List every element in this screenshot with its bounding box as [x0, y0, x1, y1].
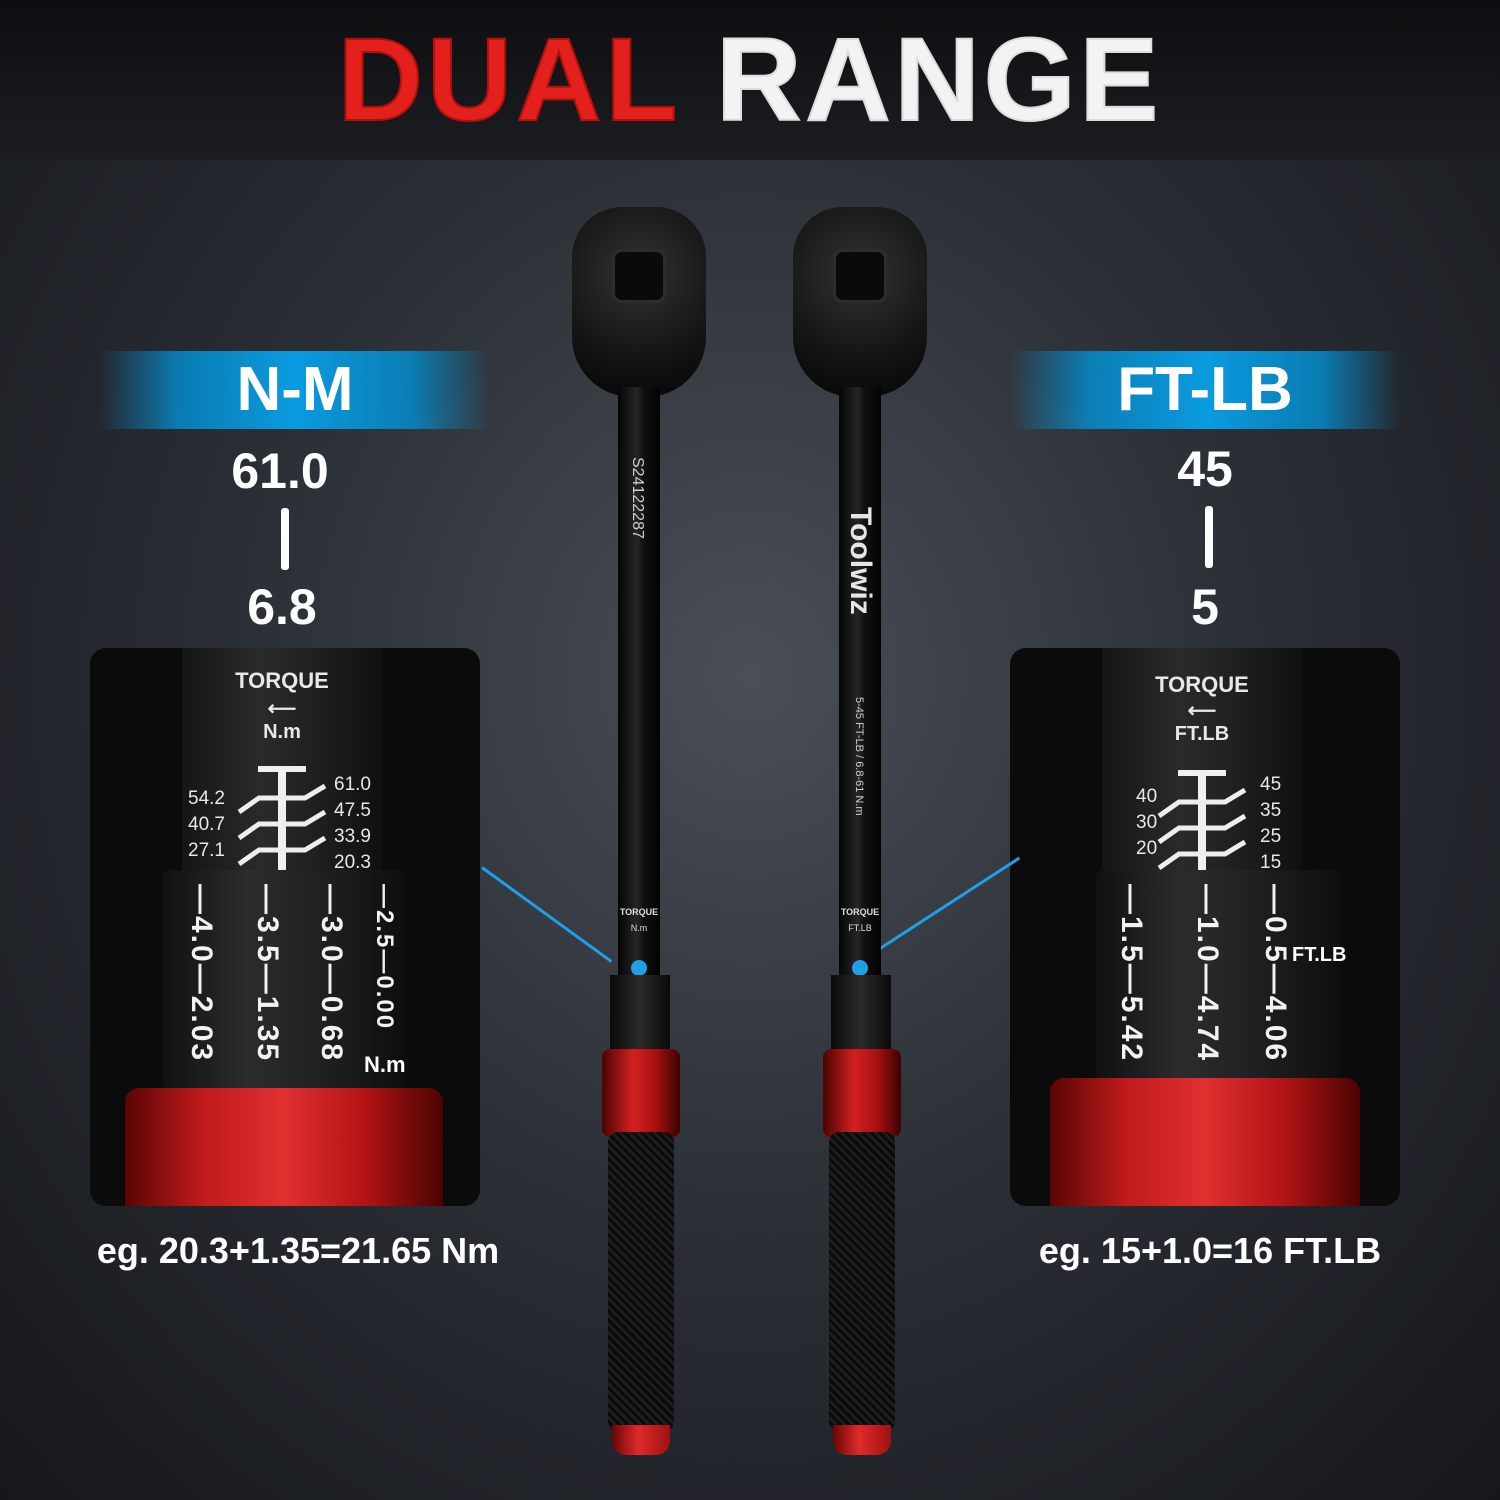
headline-word-range: RANGE — [715, 14, 1163, 146]
ftlb-thimble-unit: FT.LB — [1292, 944, 1347, 966]
ratchet-head — [793, 207, 927, 397]
ftlb-arrow-unit-label: FT.LB — [1174, 723, 1230, 745]
square-drive-icon — [833, 249, 887, 303]
knurled-grip — [608, 1132, 674, 1432]
mini-unit-label: FT.LB — [848, 923, 872, 933]
mini-thimble — [610, 975, 670, 1051]
nm-scale-axis — [278, 766, 286, 916]
nm-scale-left-2: 40.7 — [188, 814, 225, 835]
mini-torque-label: TORQUE — [840, 907, 880, 917]
mini-unit-label: N.m — [630, 923, 648, 933]
serial-number: S24122287 — [629, 457, 646, 539]
mini-thimble — [831, 975, 891, 1051]
nm-scale-right-1: 61.0 — [334, 774, 371, 795]
left-arrow-icon: ⟵ — [1187, 700, 1217, 722]
nm-scale-closeup: TORQUE ⟵ N.m 54.2 40.7 27.1 61.0 47.5 33… — [90, 648, 480, 1206]
chevron-icon — [1157, 839, 1247, 871]
nm-thimble-col-3: —3.0—0.68 — [315, 884, 348, 1063]
nm-unit-banner: N-M — [100, 351, 490, 429]
nm-thimble: —4.0—2.03 —3.5—1.35 —3.0—0.68 —2.5—0.00 … — [162, 870, 407, 1088]
nm-arrow-unit: ⟵ N.m — [182, 696, 382, 744]
nm-arrow-unit-label: N.m — [263, 721, 301, 743]
nm-scale-left-1: 54.2 — [188, 788, 225, 809]
chevron-icon — [1157, 813, 1247, 845]
ftlb-min-value: 5 — [1191, 579, 1219, 635]
header-band — [0, 0, 1500, 160]
red-lock-collar — [602, 1049, 680, 1137]
ftlb-scale-left-1: 40 — [1136, 786, 1158, 807]
square-drive-icon — [612, 249, 666, 303]
chevron-icon — [1157, 787, 1247, 819]
headline: DUAL RANGE — [0, 17, 1500, 144]
nm-scale-right-3: 33.9 — [334, 826, 371, 847]
ftlb-scale-closeup: TORQUE ⟵ FT.LB 40 30 20 45 35 25 15 —1.5… — [1010, 648, 1400, 1206]
chevron-icon — [237, 809, 327, 841]
nm-scale-right-4: 20.3 — [334, 852, 371, 873]
ftlb-thimble-col-3: —0.5—4.06 — [1259, 884, 1292, 1063]
nm-example-text: eg. 20.3+1.35=21.65 Nm — [96, 1230, 500, 1271]
nm-scale-tube: TORQUE ⟵ N.m 54.2 40.7 27.1 61.0 47.5 33… — [182, 648, 382, 916]
ftlb-scale-right-2: 35 — [1260, 800, 1282, 821]
nm-scale-left-3: 27.1 — [188, 840, 225, 861]
red-end-cap — [612, 1425, 670, 1455]
ftlb-thimble-col-2: —1.0—4.74 — [1191, 884, 1224, 1063]
ftlb-scale-right-3: 25 — [1260, 826, 1282, 847]
nm-thimble-col-4: —2.5—0.00 — [371, 884, 398, 1031]
nm-scale-right-2: 47.5 — [334, 800, 371, 821]
nm-red-sleeve — [125, 1088, 443, 1206]
ftlb-range-bar — [1205, 506, 1213, 568]
ftlb-torque-wrench: Toolwiz 5-45 FT-LB / 6.8-61 N.m TORQUE F… — [793, 207, 933, 1467]
brand-logo: Toolwiz — [844, 507, 877, 615]
scale-marker-dot — [631, 960, 647, 976]
nm-min-value: 6.8 — [247, 579, 317, 635]
nm-thimble-col-1: —4.0—2.03 — [185, 884, 218, 1063]
mini-torque-label: TORQUE — [619, 907, 659, 917]
ftlb-thimble-col-1: —1.5—5.42 — [1115, 884, 1148, 1063]
range-spec: 5-45 FT-LB / 6.8-61 N.m — [853, 697, 865, 816]
ftlb-scale-right-1: 45 — [1260, 774, 1282, 795]
ftlb-torque-label: TORQUE — [1155, 672, 1249, 697]
nm-torque-wrench: S24122287 TORQUE N.m — [572, 207, 712, 1467]
red-lock-collar — [823, 1049, 901, 1137]
nm-thimble-unit: N.m — [364, 1052, 406, 1077]
nm-range-bar — [281, 508, 289, 570]
knurled-grip — [829, 1132, 895, 1432]
ftlb-scale-tube: TORQUE ⟵ FT.LB 40 30 20 45 35 25 15 — [1102, 648, 1302, 920]
red-end-cap — [833, 1425, 891, 1455]
ftlb-arrow-unit: ⟵ FT.LB — [1102, 698, 1302, 746]
ftlb-max-value: 45 — [1177, 441, 1233, 497]
ftlb-example-text: eg. 15+1.0=16 FT.LB — [1038, 1230, 1382, 1271]
ftlb-scale-axis — [1198, 770, 1206, 920]
headline-word-dual: DUAL — [337, 14, 680, 146]
nm-thimble-col-2: —3.5—1.35 — [251, 884, 284, 1063]
ftlb-red-sleeve — [1050, 1078, 1360, 1206]
chevron-icon — [237, 783, 327, 815]
ftlb-unit-banner: FT-LB — [1010, 351, 1400, 429]
left-arrow-icon: ⟵ — [267, 698, 297, 720]
ftlb-thimble: —1.5—5.42 —1.0—4.74 —0.5—4.06 FT.LB — [1096, 870, 1346, 1088]
scale-marker-dot — [852, 960, 868, 976]
nm-max-value: 61.0 — [231, 443, 329, 499]
chevron-icon — [237, 835, 327, 867]
ratchet-head — [572, 207, 706, 397]
nm-torque-label: TORQUE — [235, 668, 329, 693]
ftlb-scale-left-2: 30 — [1136, 812, 1158, 833]
ftlb-scale-left-3: 20 — [1136, 838, 1158, 859]
ftlb-scale-right-4: 15 — [1260, 852, 1282, 873]
